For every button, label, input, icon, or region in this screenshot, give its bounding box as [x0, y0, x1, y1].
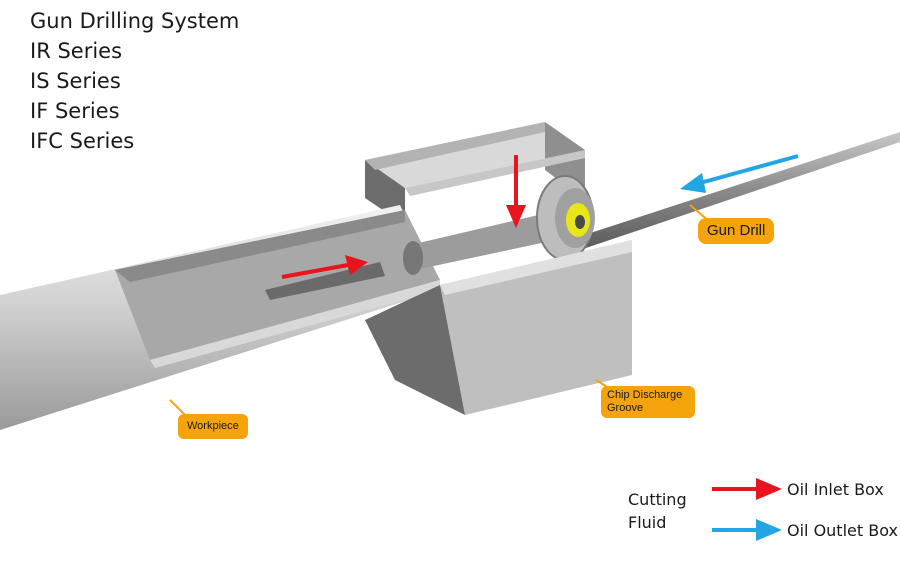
spindle-assembly [403, 175, 595, 275]
legend-inlet-label: Oil Inlet Box [787, 480, 884, 499]
gun-drill-rod [575, 132, 900, 250]
workpiece-callout: Workpiece [178, 414, 248, 439]
title-line: IS Series [30, 69, 121, 93]
legend-heading: Cutting Fluid [628, 490, 687, 532]
title-line: IR Series [30, 39, 123, 63]
inlet-arrows [281, 155, 526, 279]
title-line: IFC Series [30, 129, 135, 153]
legend-inlet-arrow [712, 478, 782, 500]
outlet-arrow [680, 154, 799, 193]
oil-box-front [365, 240, 632, 415]
gun-drill-callout: Gun Drill [698, 218, 775, 244]
title-line: Gun Drilling System [30, 9, 240, 33]
title-block: Gun Drilling System IR Series IS Series … [30, 6, 239, 156]
title-line: IF Series [30, 99, 120, 123]
workpiece-tube [0, 205, 440, 430]
chip-discharge-callout: Chip Discharge Groove [601, 386, 695, 418]
legend-outlet-label: Oil Outlet Box [787, 521, 898, 540]
legend-outlet-arrow [712, 519, 782, 541]
oil-box [365, 122, 585, 225]
